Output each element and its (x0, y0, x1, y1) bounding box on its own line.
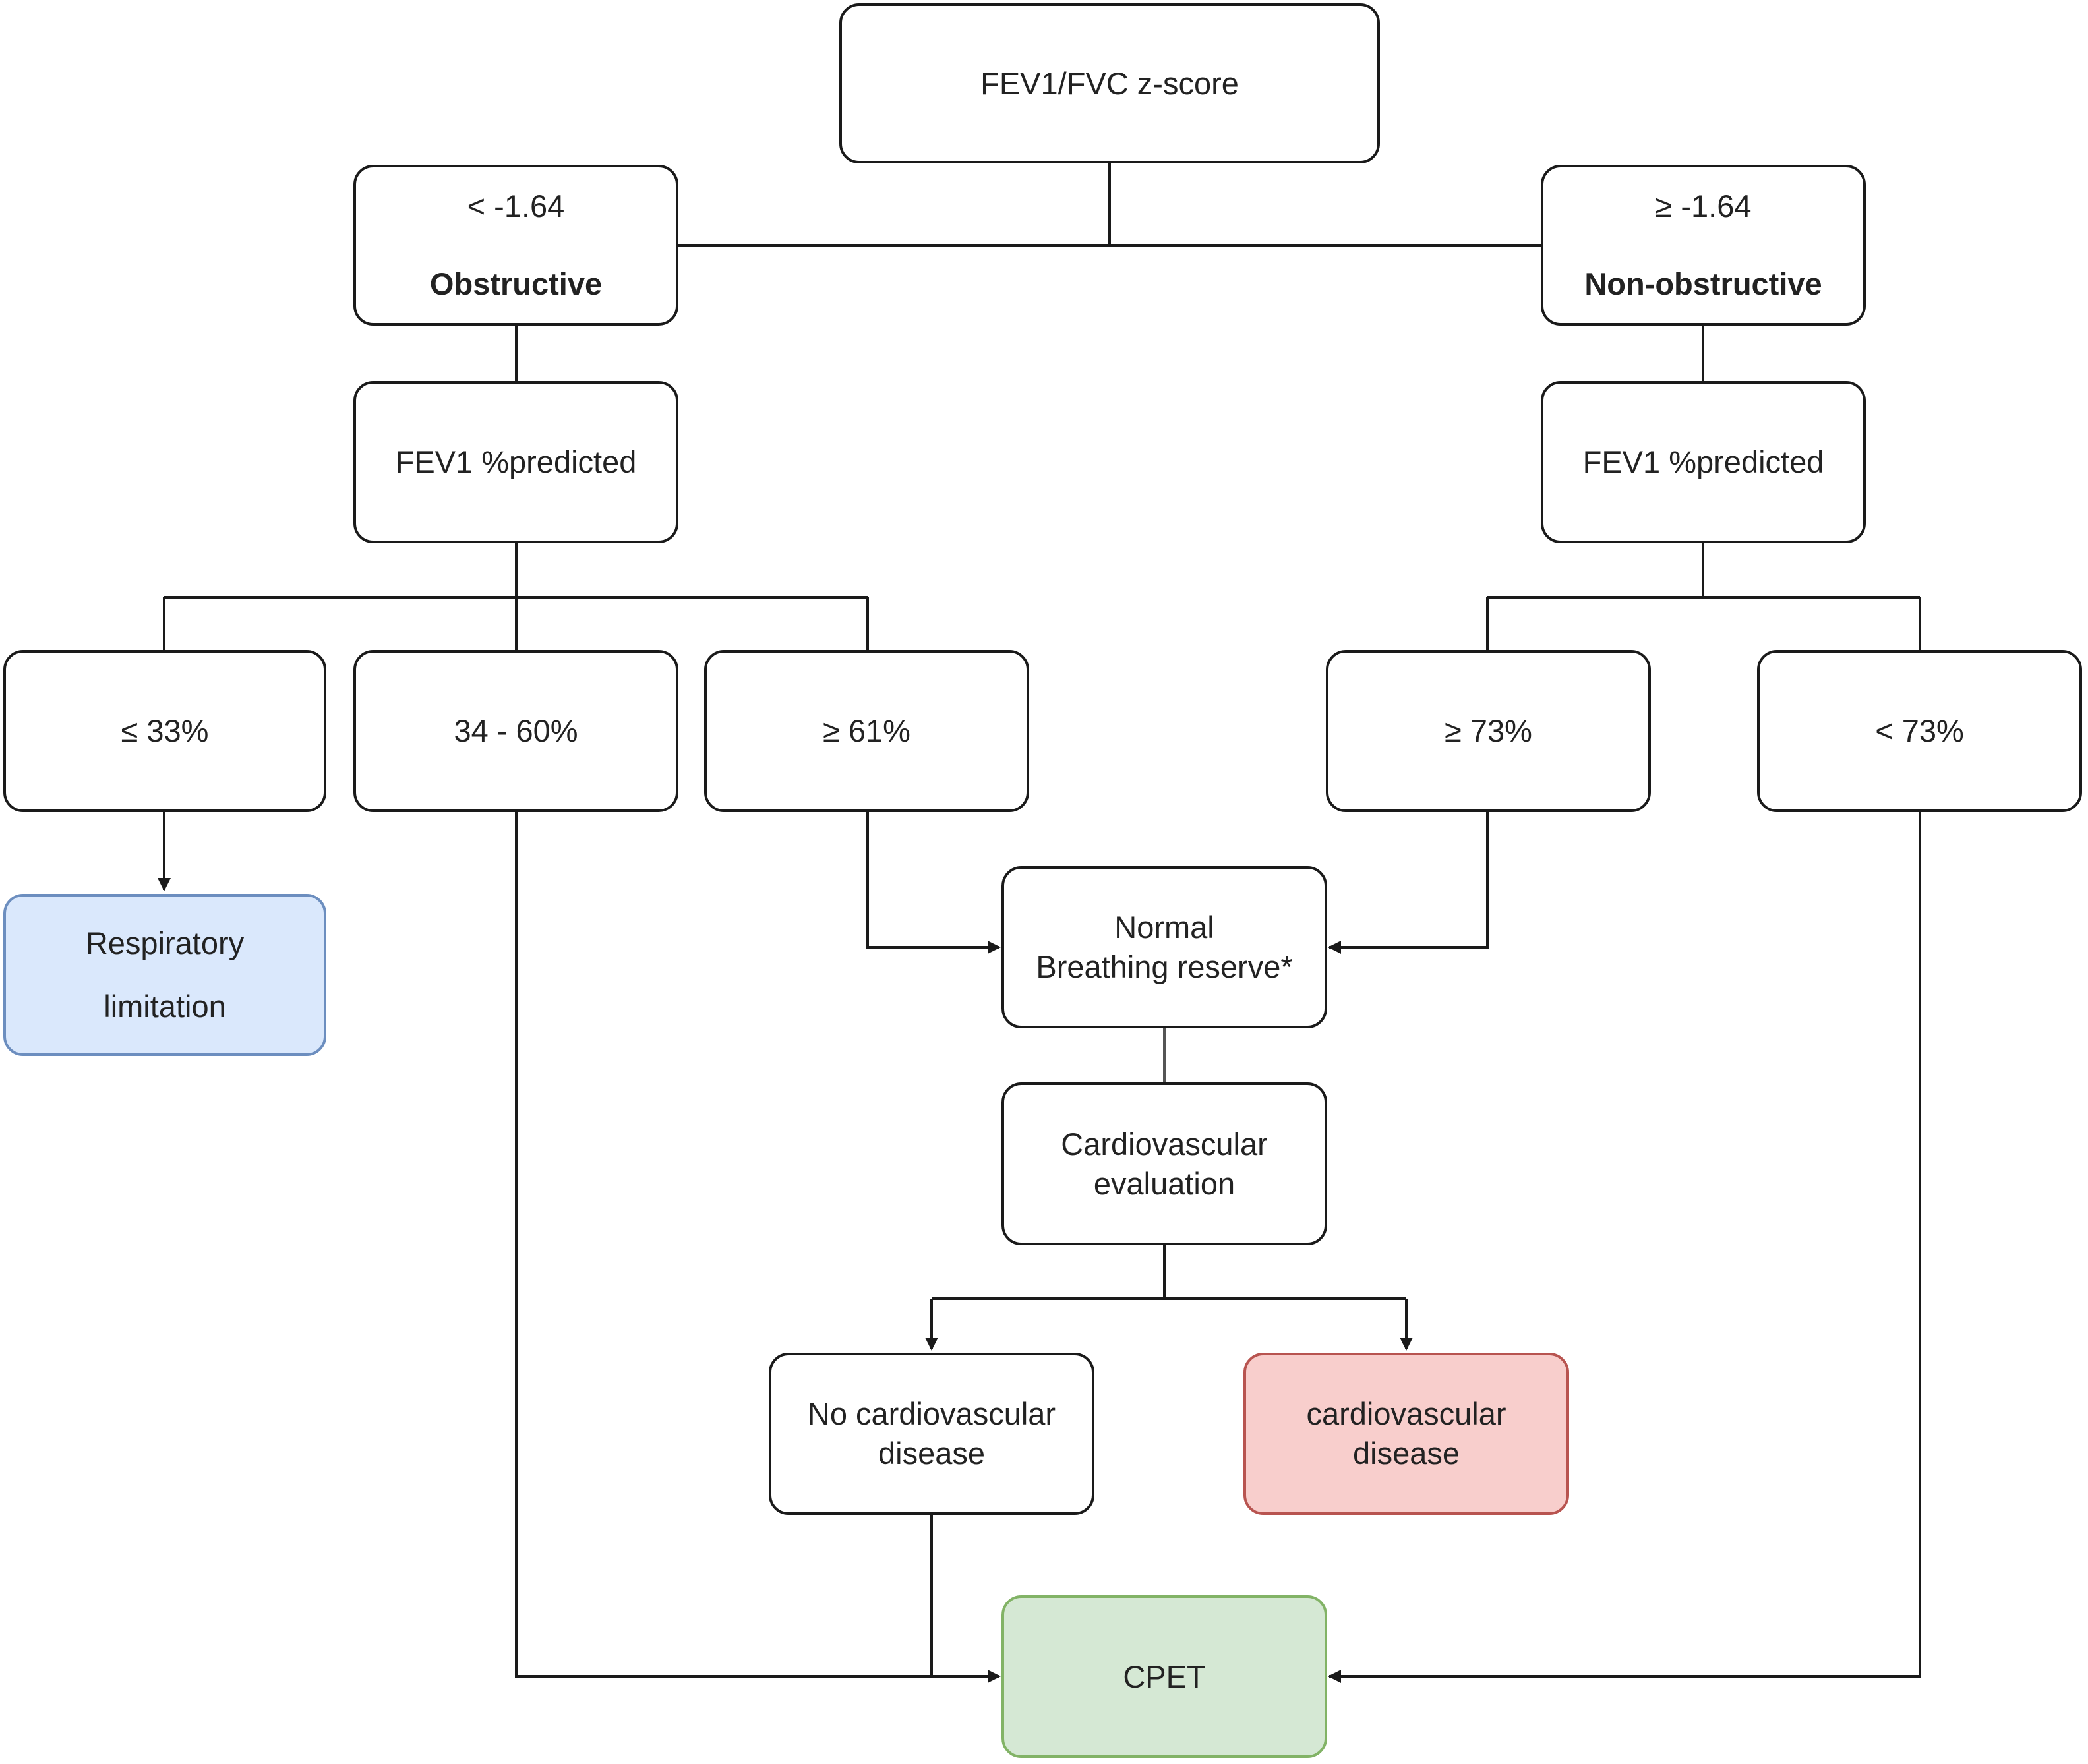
breathing-reserve-line1: Normal (1114, 910, 1214, 945)
arrow-34-60-to-cpet (515, 812, 1001, 1683)
non-obstructive-box: ≥ -1.64 Non-obstructive (1541, 165, 1866, 326)
breathing-reserve-box: Normal Breathing reserve* (1001, 866, 1327, 1028)
right-fev1-label: FEV1 %predicted (1582, 444, 1824, 479)
non-obstructive-threshold: ≥ -1.64 (1655, 189, 1752, 223)
root-label: FEV1/FVC z-score (980, 65, 1239, 101)
cardiovascular-evaluation-box: Cardiovascular evaluation (1001, 1082, 1327, 1245)
arrow-ge61-to-breathing-reserve (866, 812, 1001, 954)
range-le33-label: ≤ 33% (121, 713, 209, 748)
respiratory-limitation-line2: limitation (104, 989, 226, 1024)
range-ge73-box: ≥ 73% (1326, 650, 1651, 812)
right-fev1-box: FEV1 %predicted (1541, 381, 1866, 543)
range-34-60-box: 34 - 60% (353, 650, 678, 812)
non-obstructive-label: Non-obstructive (1584, 266, 1822, 301)
cardiovascular-evaluation-line1: Cardiovascular (1061, 1126, 1268, 1161)
cpet-box: CPET (1001, 1595, 1327, 1758)
respiratory-limitation-line1: Respiratory (85, 926, 245, 960)
cardiovascular-evaluation-line2: evaluation (1093, 1165, 1236, 1201)
range-lt73-box: < 73% (1757, 650, 2082, 812)
cv-disease-line1: cardiovascular (1306, 1396, 1506, 1431)
cpet-label: CPET (1123, 1659, 1206, 1694)
no-cv-disease-line1: No cardiovascular (807, 1396, 1056, 1431)
range-le33-box: ≤ 33% (3, 650, 326, 812)
range-ge73-label: ≥ 73% (1445, 713, 1532, 748)
obstructive-box: < -1.64 Obstructive (353, 165, 678, 326)
breathing-reserve-line2: Breathing reserve* (1036, 949, 1293, 984)
left-fev1-box: FEV1 %predicted (353, 381, 678, 543)
no-cv-disease-line2: disease (878, 1436, 985, 1471)
range-34-60-label: 34 - 60% (454, 713, 578, 748)
arrow-ge73-to-breathing-reserve (1328, 812, 1489, 954)
cv-disease-box: cardiovascular disease (1243, 1353, 1569, 1515)
range-lt73-label: < 73% (1875, 713, 1964, 748)
no-cv-disease-box: No cardiovascular disease (769, 1353, 1094, 1515)
arrow-lt73-to-cpet (1328, 812, 1921, 1683)
cv-disease-line2: disease (1353, 1436, 1460, 1471)
root-box: FEV1/FVC z-score (839, 3, 1380, 163)
left-fev1-label: FEV1 %predicted (395, 444, 637, 479)
obstructive-threshold: < -1.64 (467, 189, 565, 223)
range-ge61-label: ≥ 61% (823, 713, 910, 748)
obstructive-label: Obstructive (429, 266, 603, 301)
respiratory-limitation-box: Respiratory limitation (3, 894, 326, 1056)
range-ge61-box: ≥ 61% (704, 650, 1029, 812)
